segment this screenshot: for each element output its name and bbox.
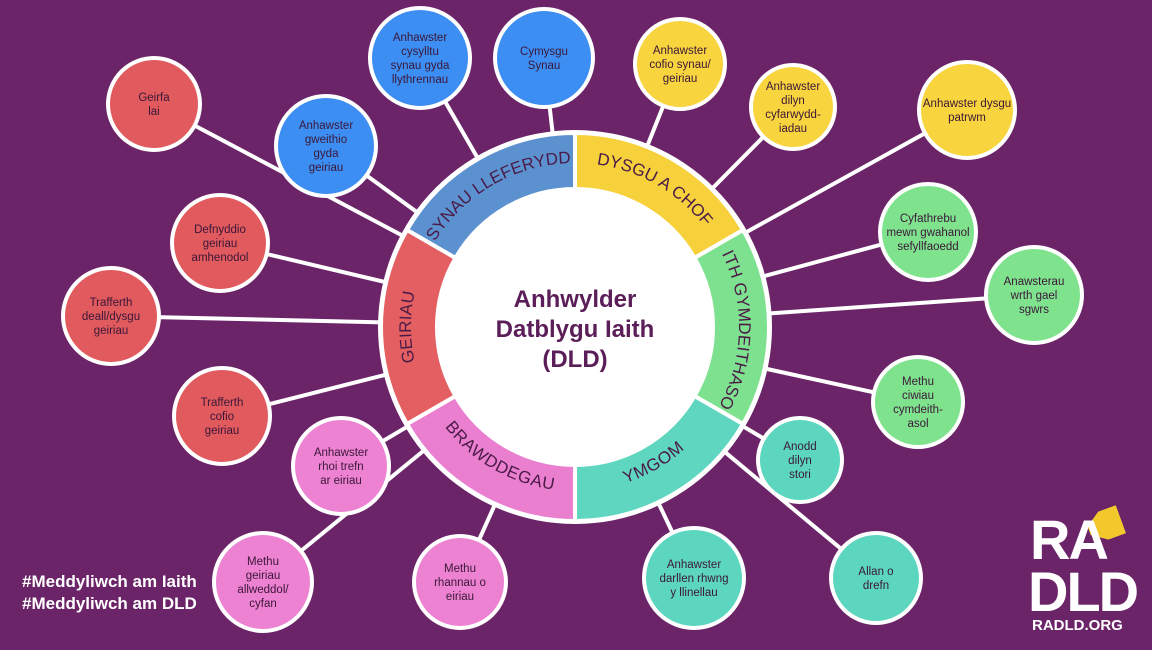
hashtags: #Meddyliwch am Iaith #Meddyliwch am DLD <box>22 571 197 615</box>
logo-ra: RA <box>1030 508 1109 571</box>
connector-line <box>363 172 421 216</box>
connector-line <box>766 296 989 316</box>
connector-line <box>266 371 390 407</box>
segment-geiriau <box>379 227 459 427</box>
connector-line <box>264 251 389 285</box>
connector-line <box>762 366 877 395</box>
segment-label-geiriau: GEIRIAU <box>396 289 419 364</box>
connector-line <box>742 130 928 236</box>
hashtag-dld: #Meddyliwch am DLD <box>22 594 197 613</box>
radld-logo: RA DLD RADLD.ORG <box>1026 512 1144 640</box>
logo-dld: DLD <box>1028 560 1139 623</box>
connector-line <box>476 501 498 543</box>
connector-line <box>644 103 666 150</box>
connector-line <box>759 242 885 280</box>
hashtag-iaith: #Meddyliwch am Iaith <box>22 572 197 591</box>
connector-line <box>655 499 676 536</box>
connector-line <box>547 104 556 137</box>
connector-line <box>156 315 384 325</box>
connector-line <box>442 98 481 162</box>
connector-line <box>708 134 767 193</box>
connector-line <box>379 423 411 445</box>
logo-url: RADLD.ORG <box>1032 617 1123 634</box>
